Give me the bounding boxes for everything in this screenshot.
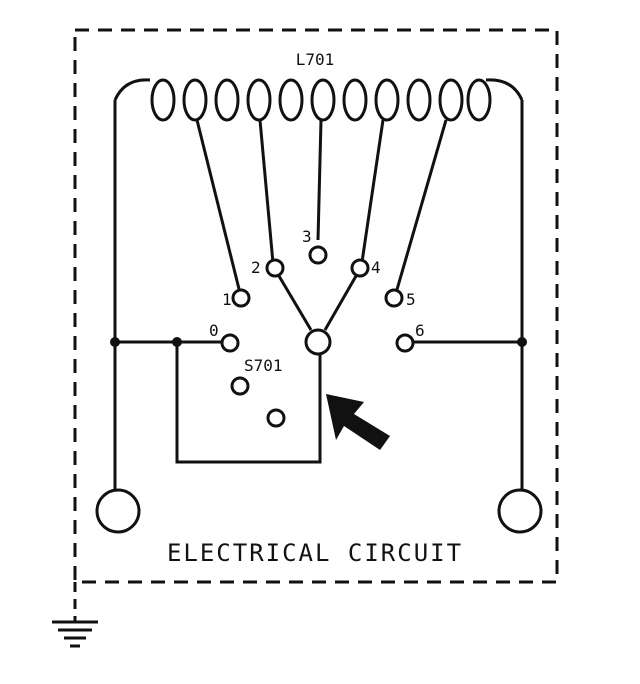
contact-label-1: 1	[222, 290, 232, 309]
contact-2	[265, 258, 285, 278]
switch-contacts	[220, 245, 415, 428]
contact-4	[350, 258, 370, 278]
circuit-wires	[113, 100, 524, 492]
terminals	[95, 488, 543, 534]
switch-rotor	[304, 328, 332, 356]
contact-labels: 0 1 2 3 4 5 6	[209, 227, 425, 340]
contact-spare-a	[230, 376, 250, 396]
contact-label-6: 6	[415, 321, 425, 340]
contact-5	[384, 288, 404, 308]
contact-label-5: 5	[406, 290, 416, 309]
contact-label-4: 4	[371, 258, 381, 277]
inductor-coil	[113, 78, 524, 122]
contact-0	[220, 333, 240, 353]
contact-spare-b	[266, 408, 286, 428]
switch-label: S701	[244, 356, 283, 375]
contact-3	[308, 245, 328, 265]
terminal-right	[497, 488, 543, 534]
contact-1	[231, 288, 251, 308]
terminal-left	[95, 488, 141, 534]
ground-icon	[52, 582, 98, 648]
diagram-caption: ELECTRICAL CIRCUIT	[167, 539, 463, 567]
contact-label-3: 3	[302, 227, 312, 246]
contact-6	[395, 333, 415, 353]
pointer-arrow-icon	[326, 394, 390, 450]
inductor-label: L701	[296, 50, 335, 69]
contact-label-0: 0	[209, 321, 219, 340]
junction-dots	[110, 337, 527, 347]
contact-label-2: 2	[251, 258, 261, 277]
